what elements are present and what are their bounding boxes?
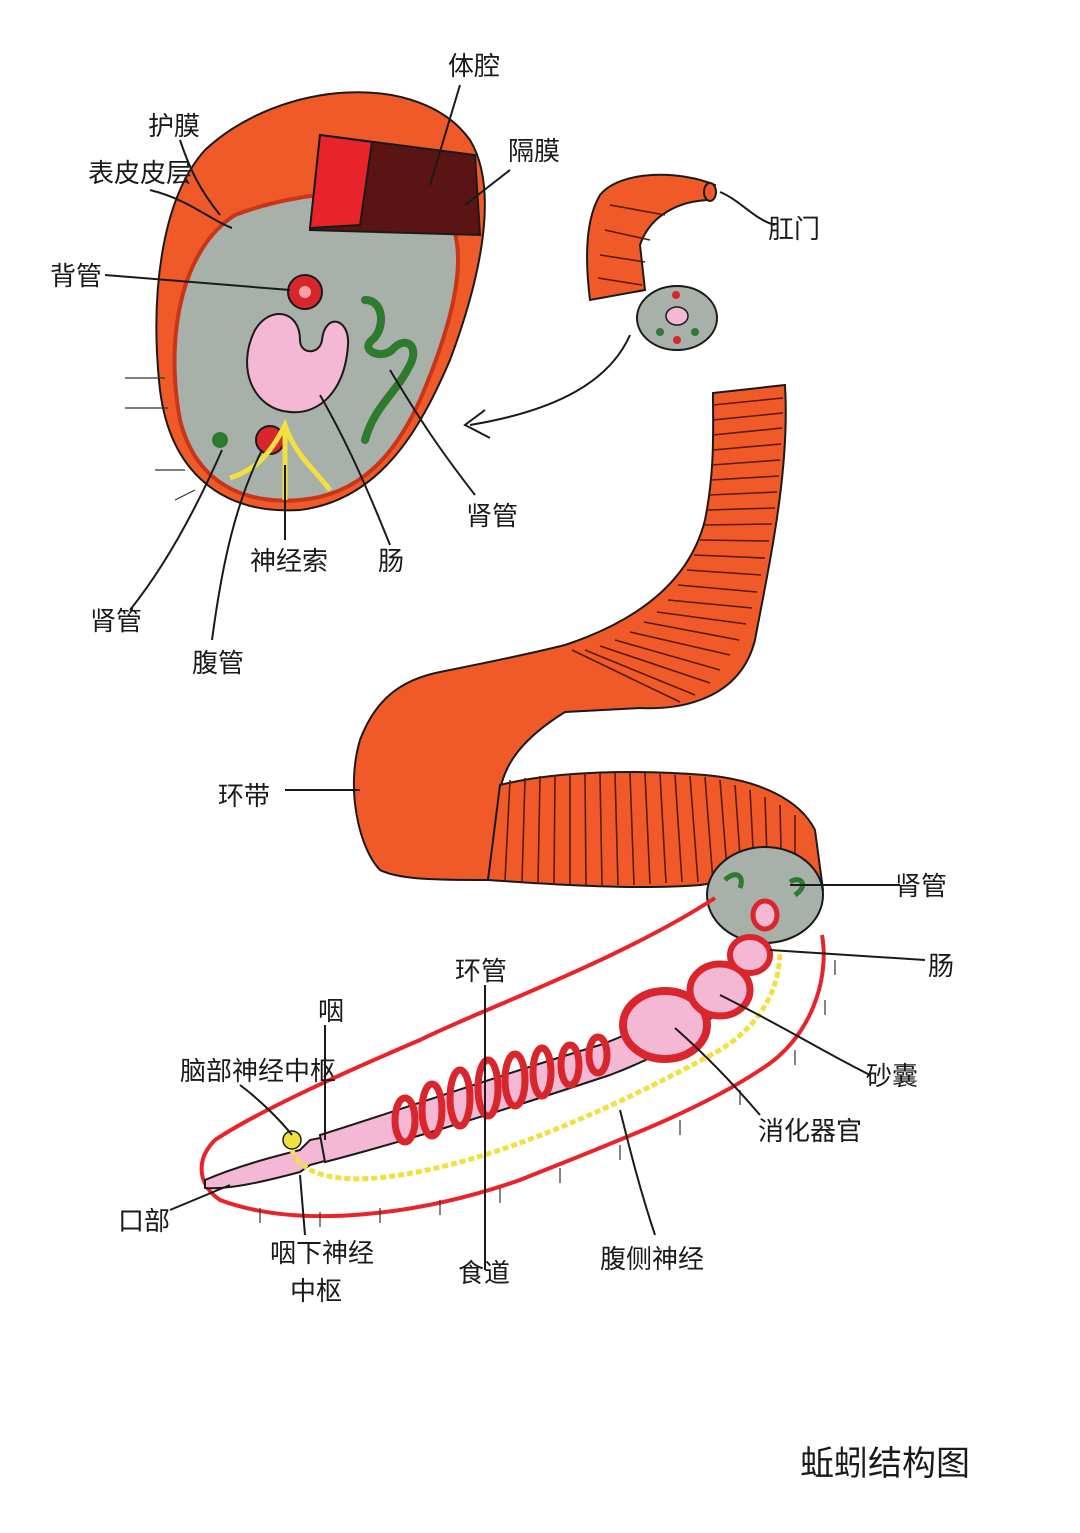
tail-body <box>586 173 717 302</box>
label-ventral-vessel: 腹管 <box>192 649 244 679</box>
label-subpharyngeal-1: 咽下神经 <box>270 1239 374 1269</box>
tail-ventral-vessel <box>673 336 681 344</box>
label-vessel: 环管 <box>455 957 507 987</box>
label-intestine-cross: 肠 <box>378 547 404 577</box>
tail-nephridium <box>656 328 664 336</box>
septum-cut <box>308 133 374 230</box>
label-nephridium-right: 肾管 <box>466 502 518 532</box>
label-membrane: 护膜 <box>148 112 200 142</box>
arrow-line <box>469 334 631 426</box>
cross-section-leaders <box>104 84 511 641</box>
cross-nephridium-left <box>212 432 228 448</box>
worm-body <box>199 383 836 1227</box>
brain-ganglion <box>282 1130 302 1150</box>
label-nephridium-left: 肾管 <box>90 607 142 637</box>
label-anus: 肛门 <box>768 215 820 245</box>
body-leaders <box>169 789 926 1270</box>
tail-segment <box>586 173 718 351</box>
gizzard <box>619 987 711 1063</box>
label-brain-ganglion: 脑部神经中枢 <box>180 1057 336 1087</box>
label-clitellum: 环带 <box>218 782 270 812</box>
tail-nephridium <box>691 328 699 336</box>
upper-body <box>352 383 787 882</box>
label-pharynx: 咽 <box>318 997 344 1027</box>
label-epidermis: 表皮皮层 <box>88 159 192 189</box>
label-dorsal-vessel: 背管 <box>50 262 102 292</box>
label-nephridium-body: 肾管 <box>895 872 947 902</box>
anus-opening <box>703 182 717 202</box>
lower-body-outline <box>199 896 826 1219</box>
label-nerve-cord: 神经索 <box>250 547 328 577</box>
label-mouth: 口部 <box>118 1207 170 1237</box>
label-ventral-nerve: 腹侧神经 <box>600 1245 704 1275</box>
cross-section <box>125 91 486 512</box>
setae <box>259 960 836 1227</box>
intestine-start <box>727 934 773 976</box>
cross-intestine <box>246 313 350 414</box>
label-esophagus: 食道 <box>458 1259 510 1289</box>
label-gizzard: 砂囊 <box>866 1062 918 1092</box>
intestine-top <box>750 898 780 932</box>
cross-nephridium <box>361 296 418 444</box>
tail-intestine <box>665 306 689 326</box>
label-body-cavity: 体腔 <box>448 52 500 82</box>
diagram-title: 蚯蚓结构图 <box>800 1444 970 1484</box>
arrow-head <box>463 409 491 439</box>
body-nephridium-left <box>723 872 744 889</box>
segment-rings <box>504 397 796 891</box>
dorsal-vessel-lumen <box>299 286 311 298</box>
label-subpharyngeal-2: 中枢 <box>290 1277 342 1307</box>
label-digestive-organ: 消化器官 <box>758 1117 862 1147</box>
label-septum: 隔膜 <box>508 137 560 167</box>
label-intestine-body: 肠 <box>928 952 954 982</box>
vessel-rings <box>391 1033 611 1146</box>
seta <box>174 489 196 501</box>
body-nephridium-right <box>788 877 806 898</box>
tail-dorsal-vessel <box>672 291 680 299</box>
